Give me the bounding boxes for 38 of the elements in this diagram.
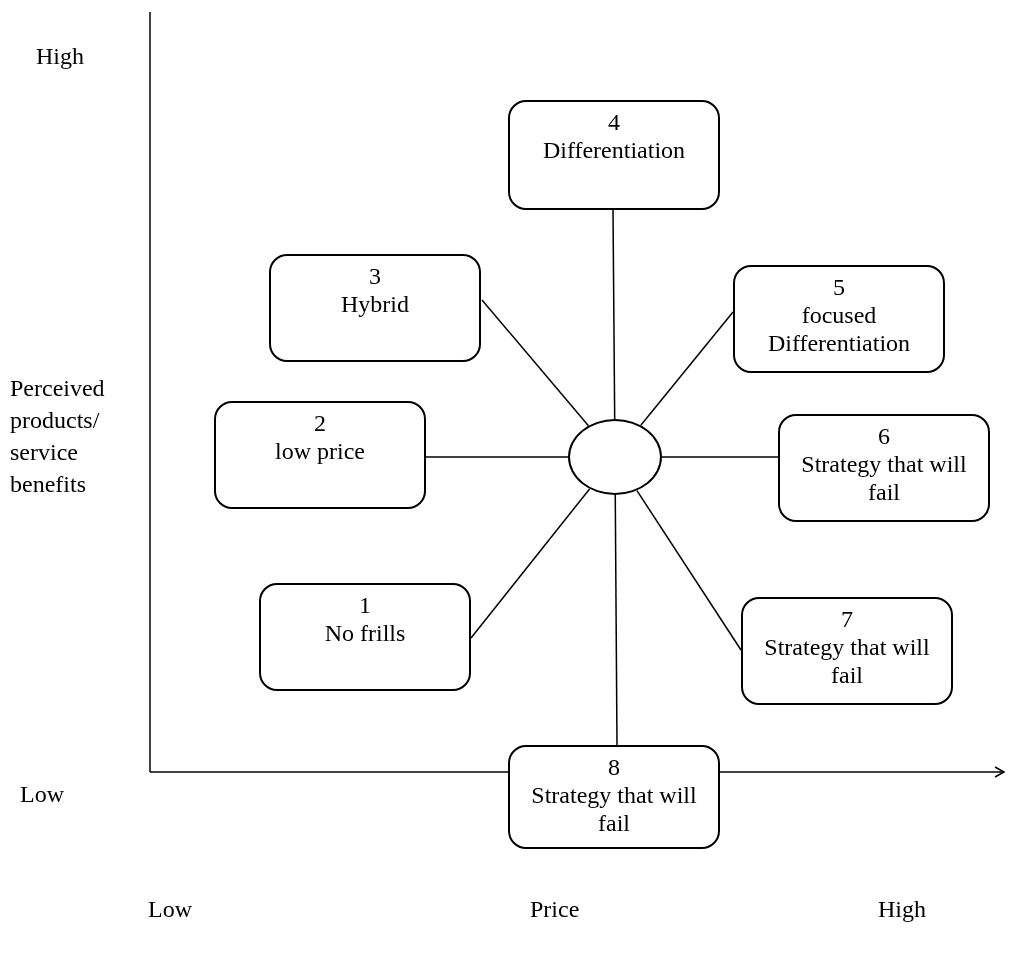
strategy-box <box>508 745 720 849</box>
connector-line <box>636 489 742 651</box>
connector-line <box>470 488 591 639</box>
strategy-number: 4 <box>607 108 621 136</box>
connector-line <box>614 494 618 746</box>
axis-label: Low <box>20 780 64 809</box>
connector-line <box>425 456 569 458</box>
strategy-box <box>778 414 990 522</box>
strategy-name: Differentiation <box>541 136 687 164</box>
connector-line <box>481 299 590 427</box>
strategy-number: 5 <box>832 273 846 301</box>
strategy-name: Strategy that will fail <box>763 633 931 689</box>
strategy-box <box>259 583 471 691</box>
strategy-box <box>269 254 481 362</box>
strategy-number: 3 <box>368 262 382 290</box>
axis-label: High <box>36 42 84 71</box>
strategy-name: focused Differentiation <box>766 301 912 357</box>
strategy-box <box>214 401 426 509</box>
connector-line <box>640 311 734 426</box>
axis-title: Price <box>530 895 580 924</box>
strategy-number: 8 <box>607 753 621 781</box>
strategy-box <box>741 597 953 705</box>
axis-label: Low <box>148 895 192 924</box>
connector-line <box>661 456 779 458</box>
strategy-number: 6 <box>877 422 891 450</box>
strategy-number: 2 <box>313 409 327 437</box>
strategy-number: 7 <box>840 605 854 633</box>
strategy-name: low price <box>274 437 366 465</box>
strategy-box <box>733 265 945 373</box>
strategy-name: Strategy that will fail <box>800 450 968 506</box>
strategy-name: Hybrid <box>340 290 410 318</box>
strategy-box <box>508 100 720 210</box>
connector-line <box>612 209 616 420</box>
axis-title: Perceived products/ service benefits <box>10 374 106 499</box>
strategy-name: No frills <box>323 619 407 647</box>
axis-label: High <box>878 895 926 924</box>
strategy-name: Strategy that will fail <box>530 781 698 837</box>
strategy-number: 1 <box>358 591 372 619</box>
